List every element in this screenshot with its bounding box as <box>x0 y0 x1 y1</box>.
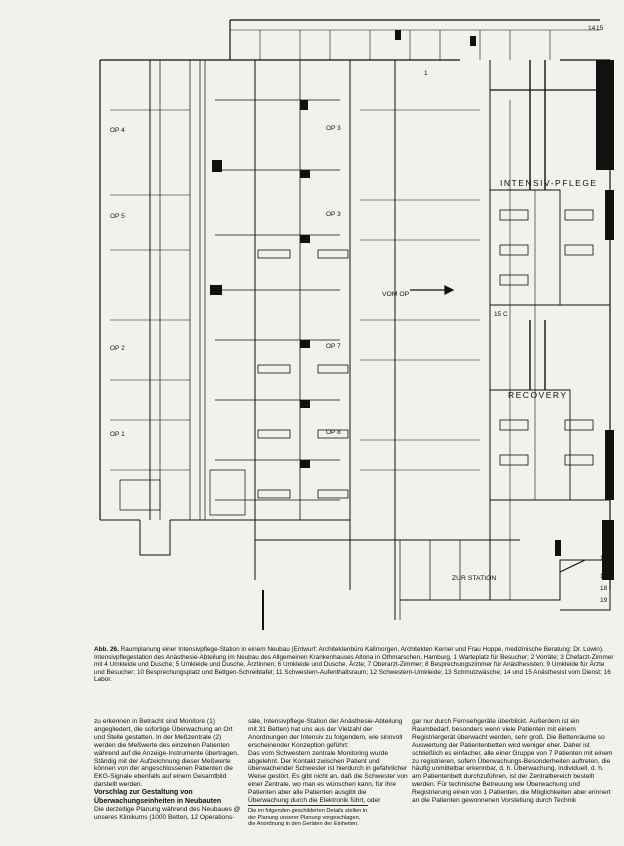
or-label: OP 4 <box>110 127 125 134</box>
section-heading: Vorschlag zur Gestaltung von Überwachung… <box>94 789 222 805</box>
room-number: 15 C <box>494 311 508 318</box>
text-column-3: gar nur durch Fernsehgeräte überblickt. … <box>412 718 614 805</box>
paragraph: säle, Intensivpflege-Station der Anästhe… <box>248 718 403 749</box>
room-number: 1 <box>424 70 428 77</box>
or-label: OP 3 <box>326 211 341 218</box>
or-label: OP 2 <box>110 345 125 352</box>
corridor-label-from-or: VOM OP <box>382 291 410 298</box>
room-number: 15 <box>596 25 604 32</box>
or-label: OP 1 <box>110 431 125 438</box>
or-label: OP 3 <box>326 125 341 132</box>
room-number: 19 <box>600 597 608 604</box>
corridor-label-to-ward: ZUR STATION <box>452 575 496 582</box>
paragraph: zu erkennen in Betracht sind Monitore (1… <box>94 718 239 789</box>
or-label: OP 5 <box>110 213 125 220</box>
room-number: 14 <box>588 25 596 32</box>
figure-caption-text: Raumplanung einer Intensivpflege-Station… <box>94 646 614 684</box>
or-label: OP 7 <box>326 343 341 350</box>
paragraph: Das vom Schwestern zentrale Monitoring w… <box>248 749 408 805</box>
text-column-2: säle, Intensivpflege-Station der Anästhe… <box>248 718 408 828</box>
footnote: Die im folgenden geschilderten Details s… <box>248 804 368 828</box>
or-label: OP 8 <box>326 429 341 436</box>
floor-plan: OP 4 OP 3 OP 5 OP 3 OP 2 OP 7 OP 1 OP 8 … <box>99 19 614 630</box>
figure-label: Abb. 26. <box>94 646 119 653</box>
figure-caption: Abb. 26. Raumplanung einer Intensivpfleg… <box>94 646 614 684</box>
room-number: 16 <box>600 555 608 562</box>
paragraph: Die derzeitige Planung während des Neuba… <box>94 806 241 822</box>
wing-label-intensive-care: INTENSIV-PFLEGE <box>500 178 598 188</box>
room-number: 17 <box>600 573 608 580</box>
room-number: 18 <box>600 585 608 592</box>
paragraph: gar nur durch Fernsehgeräte überblickt. … <box>412 718 613 805</box>
text-column-1: zu erkennen in Betracht sind Monitore (1… <box>94 718 244 822</box>
wing-label-recovery: RECOVERY <box>508 390 568 400</box>
